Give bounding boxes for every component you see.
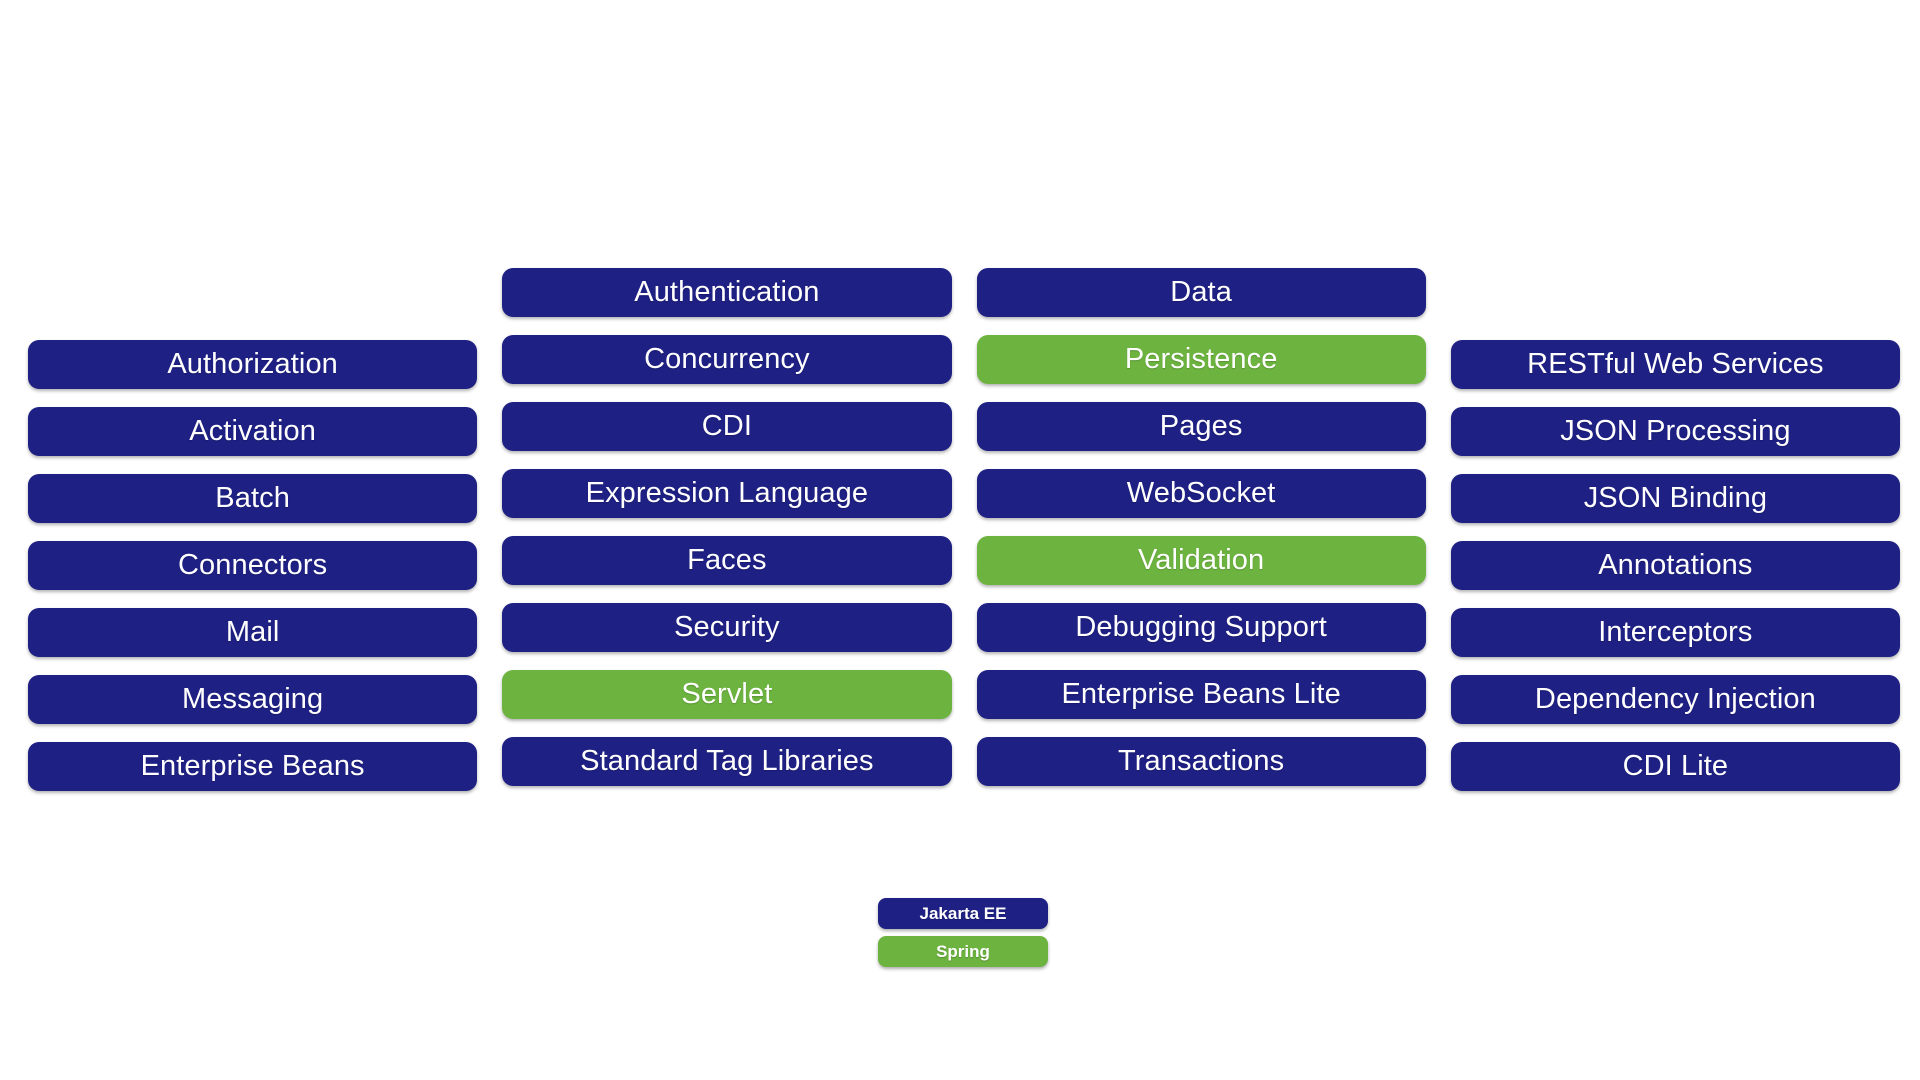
spec-pill[interactable]: Security [502, 603, 952, 652]
spec-pill-label: Mail [225, 616, 280, 648]
spec-pill[interactable]: Authentication [502, 268, 952, 317]
spec-pill-label: JSON Binding [1583, 482, 1768, 514]
spec-pill[interactable]: Annotations [1450, 541, 1900, 590]
spec-pill-label: RESTful Web Services [1527, 348, 1824, 380]
spec-pill[interactable]: Validation [976, 536, 1426, 585]
spec-pill[interactable]: RESTful Web Services [1450, 340, 1900, 389]
legend-item-spring[interactable]: Spring [878, 936, 1048, 967]
spec-pill-label: Enterprise Beans Lite [1061, 678, 1341, 710]
spec-pill-label: Enterprise Beans [140, 750, 365, 782]
spec-pill[interactable]: Persistence [976, 335, 1426, 384]
spec-pill-label: Data [1170, 276, 1232, 308]
spec-pill-label: Expression Language [585, 477, 869, 509]
spec-pill-label: CDI [701, 410, 752, 442]
spec-pill-label: Standard Tag Libraries [580, 745, 874, 777]
spec-pill[interactable]: Standard Tag Libraries [502, 737, 952, 786]
spec-pill-label: Servlet [681, 678, 773, 710]
spec-pill[interactable]: Data [976, 268, 1426, 317]
spec-pill[interactable]: CDI Lite [1450, 742, 1900, 791]
spec-pill[interactable]: Mail [28, 608, 478, 657]
spec-pill[interactable]: Interceptors [1450, 608, 1900, 657]
legend-item-jakarta[interactable]: Jakarta EE [878, 898, 1048, 929]
legend-item-label: Jakarta EE [919, 904, 1007, 923]
spec-pill-label: Activation [189, 415, 316, 447]
spec-pill-label: Pages [1159, 410, 1243, 442]
spec-pill[interactable]: Concurrency [502, 335, 952, 384]
spec-pill[interactable]: Servlet [502, 670, 952, 719]
spec-pill[interactable]: Connectors [28, 541, 478, 590]
spec-pill-label: Faces [687, 544, 767, 576]
spec-pill[interactable]: Enterprise Beans Lite [976, 670, 1426, 719]
spec-pill-label: Messaging [182, 683, 324, 715]
legend-item-label: Spring [936, 942, 990, 961]
spec-pill-label: Debugging Support [1075, 611, 1327, 643]
spec-pill-label: Transactions [1118, 745, 1285, 777]
spec-pill[interactable]: Faces [502, 536, 952, 585]
spec-pill-label: Security [674, 611, 780, 643]
spec-pill[interactable]: Authorization [28, 340, 478, 389]
spec-pill-label: Authorization [167, 348, 338, 380]
spec-pill-label: JSON Processing [1560, 415, 1791, 447]
spec-pill[interactable]: Messaging [28, 675, 478, 724]
spec-pill-label: Interceptors [1598, 616, 1753, 648]
spec-pill-label: CDI Lite [1622, 750, 1729, 782]
spec-pill[interactable]: Enterprise Beans [28, 742, 478, 791]
spec-pill[interactable]: Debugging Support [976, 603, 1426, 652]
spec-pill-label: Batch [215, 482, 290, 514]
spec-pill[interactable]: Batch [28, 474, 478, 523]
spec-pill-label: WebSocket [1126, 477, 1276, 509]
spec-pill[interactable]: Expression Language [502, 469, 952, 518]
spec-pill[interactable]: JSON Processing [1450, 407, 1900, 456]
spec-pill-label: Concurrency [644, 343, 810, 375]
legend: Jakarta EE Spring [878, 898, 1048, 967]
spec-pill-label: Authentication [634, 276, 820, 308]
spec-pill-label: Persistence [1124, 343, 1278, 375]
spec-pill-label: Validation [1138, 544, 1265, 576]
spec-pill[interactable]: JSON Binding [1450, 474, 1900, 523]
spec-pill[interactable]: Activation [28, 407, 478, 456]
spec-pill[interactable]: CDI [502, 402, 952, 451]
spec-pill[interactable]: Transactions [976, 737, 1426, 786]
spec-pill-label: Dependency Injection [1534, 683, 1816, 715]
spec-pill-label: Annotations [1598, 549, 1753, 581]
spec-pill[interactable]: Dependency Injection [1450, 675, 1900, 724]
spec-pill-label: Connectors [177, 549, 328, 581]
spec-pill[interactable]: WebSocket [976, 469, 1426, 518]
spec-pill[interactable]: Pages [976, 402, 1426, 451]
